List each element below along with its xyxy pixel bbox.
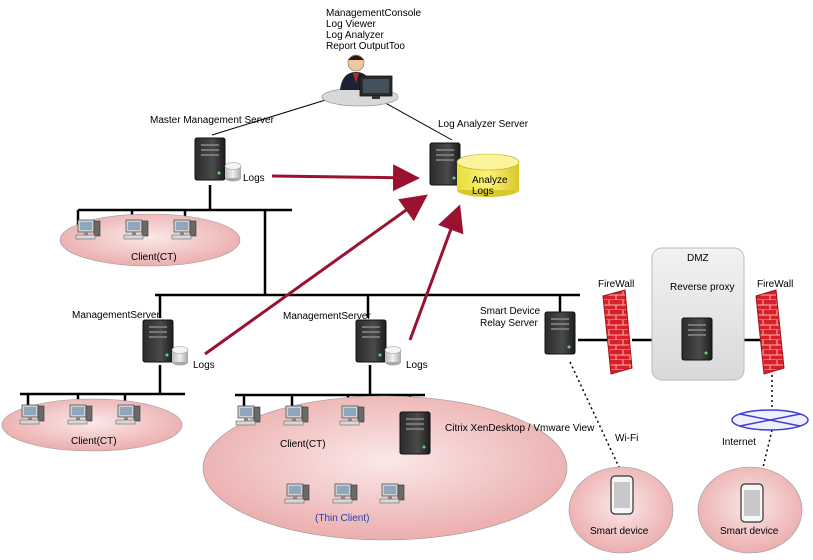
- smart-device-label: Smart device: [720, 526, 779, 537]
- firewall-icon: [755, 289, 785, 375]
- citrix-server: [399, 411, 431, 455]
- client-ct-label: Client(CT): [71, 436, 117, 447]
- thin-client-pc: [379, 483, 405, 504]
- dmz-zone: [651, 247, 745, 381]
- management-server-left: [142, 319, 189, 366]
- log-analyzer-server: [429, 142, 461, 186]
- logs-label: Logs: [406, 360, 428, 371]
- log-analyzer-label: Log Analyzer Server: [438, 119, 529, 130]
- firewall-label: FireWall: [598, 279, 634, 290]
- administrator-icon: [321, 54, 399, 107]
- smart-device-label: Smart device: [590, 526, 649, 537]
- analyze-logs-database-icon: [456, 153, 520, 197]
- thin-client-pc: [332, 483, 358, 504]
- master-management-server: [194, 137, 242, 182]
- client-pc: [115, 404, 141, 425]
- admin-role: Report OutputToo: [326, 41, 405, 52]
- smartphone-icon: [740, 483, 764, 523]
- admin-role: ManagementConsole: [326, 8, 421, 19]
- client-ct-label: Client(CT): [131, 252, 177, 263]
- dmz-label: DMZ: [687, 253, 709, 264]
- relay-server-label: Relay Server: [480, 318, 538, 329]
- analyze-logs-label: Analyze: [472, 175, 508, 186]
- admin-role: Log Viewer: [326, 19, 377, 30]
- log-arrow: [204, 194, 428, 356]
- admin-roles: ManagementConsole Log Viewer Log Analyze…: [326, 8, 421, 52]
- smartphone-icon: [610, 475, 634, 515]
- client-pc: [235, 405, 261, 426]
- firewall-label: FireWall: [757, 279, 793, 290]
- logs-label: Logs: [193, 360, 215, 371]
- management-server-label: ManagementServer: [283, 311, 371, 322]
- reverse-proxy-server: [681, 317, 713, 361]
- logs-label: Logs: [243, 173, 265, 184]
- management-server-mid: [355, 319, 402, 366]
- client-ct-label: Client(CT): [280, 439, 326, 450]
- citrix-label: Citrix XenDesktop / Vmware View: [445, 423, 595, 434]
- internet-icon: [731, 409, 809, 431]
- client-pc: [283, 405, 309, 426]
- client-pc: [19, 404, 45, 425]
- client-pc: [339, 405, 365, 426]
- log-arrow: [408, 204, 464, 341]
- client-pc: [75, 219, 101, 240]
- management-server-label: ManagementServer: [72, 310, 160, 321]
- master-server-label: Master Management Server: [150, 115, 275, 126]
- client-pc: [171, 219, 197, 240]
- admin-role: Log Analyzer: [326, 30, 384, 41]
- internet-label: Internet: [722, 437, 756, 448]
- wireless-lines: [569, 361, 773, 481]
- client-pc: [123, 219, 149, 240]
- wifi-label: Wi-Fi: [615, 433, 638, 444]
- analyze-logs-label: Logs: [472, 186, 494, 197]
- thin-client-label: (Thin Client): [315, 513, 369, 524]
- log-flow-arrows: [204, 164, 464, 356]
- smart-device-relay-server: [544, 311, 576, 355]
- thin-client-pc: [284, 483, 310, 504]
- reverse-proxy-label: Reverse proxy: [670, 282, 734, 293]
- log-arrow: [271, 164, 420, 192]
- client-pc: [67, 404, 93, 425]
- firewall-icon: [602, 289, 633, 375]
- relay-server-label: Smart Device: [480, 306, 540, 317]
- mid-client-bubble: [202, 395, 568, 541]
